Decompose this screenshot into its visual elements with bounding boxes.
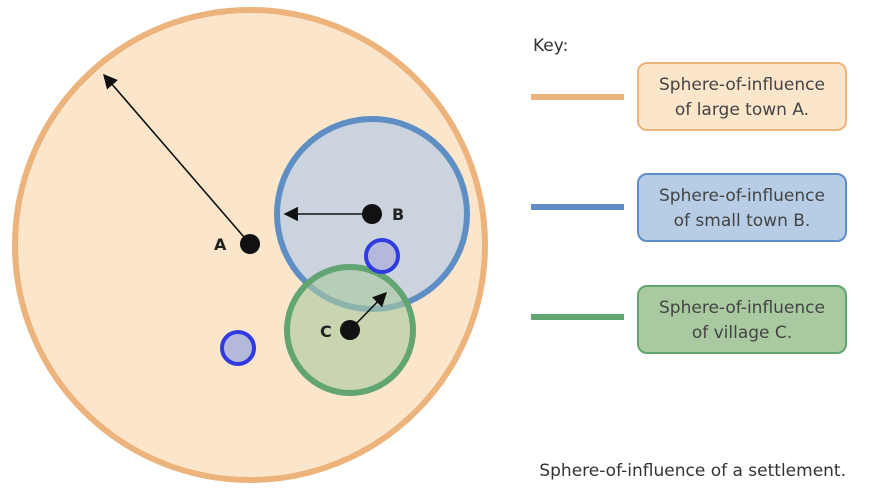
settlement-a-dot [240, 234, 260, 254]
key-item-large-town: Sphere-of-influence of large town A. [531, 62, 847, 131]
key-box-large-town-line1: Sphere-of-influence [659, 75, 825, 95]
settlement-c-label: C [320, 322, 332, 341]
figure-caption: Sphere-of-influence of a settlement. [539, 461, 846, 481]
settlement-b-dot [362, 204, 382, 224]
settlement-c-dot [340, 320, 360, 340]
key-item-village: Sphere-of-influence of village C. [531, 285, 847, 354]
key-box-village-line1: Sphere-of-influence [659, 298, 825, 318]
key-item-small-town: Sphere-of-influence of small town B. [531, 173, 847, 242]
highlight-marker-upper [364, 238, 400, 274]
key-box-small-town-line2: of small town B. [674, 211, 811, 231]
settlement-b-label: B [392, 205, 404, 224]
key-box-small-town-line1: Sphere-of-influence [659, 186, 825, 206]
key-box-small-town [637, 173, 847, 242]
key-box-village-line2: of village C. [692, 323, 792, 343]
settlement-a-label: A [214, 235, 227, 254]
highlight-marker-lower [220, 330, 256, 366]
key-box-large-town [637, 62, 847, 131]
key-box-village [637, 285, 847, 354]
key-box-large-town-line2: of large town A. [675, 100, 809, 120]
large-town-radius-arrow [103, 73, 251, 245]
key-title: Key: [533, 36, 568, 56]
